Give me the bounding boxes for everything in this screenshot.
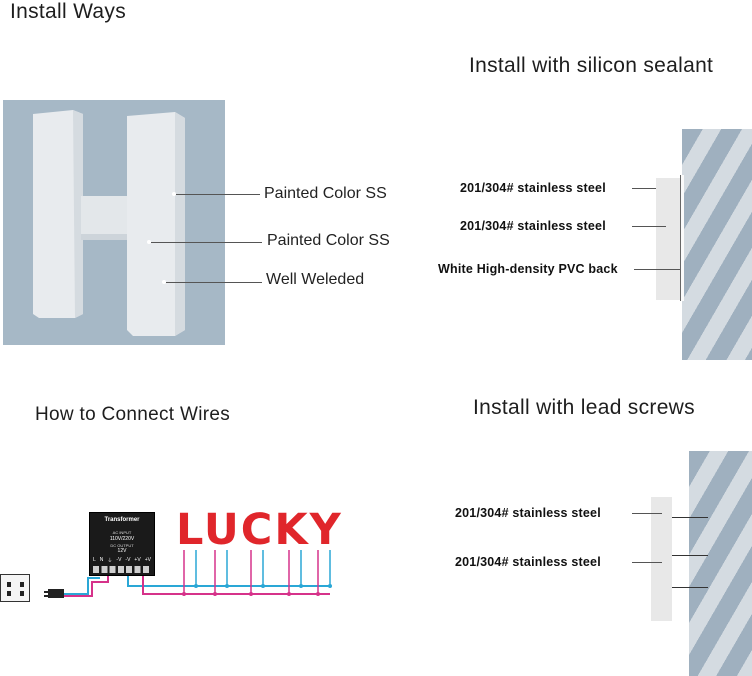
terminal-label: +V — [144, 557, 151, 563]
callout-dot — [147, 240, 151, 244]
terminal-label: L — [93, 557, 96, 563]
callout-dot — [162, 280, 166, 284]
transformer-title: Transformer — [104, 517, 140, 523]
callout-line — [632, 562, 662, 563]
transformer: Transformer AC INPUT 110V/220V DC OUTPUT… — [89, 512, 155, 576]
wall-section — [682, 129, 752, 360]
lead-screw — [672, 587, 708, 588]
silicon-label-steel-1: 201/304# stainless steel — [460, 181, 606, 195]
terminal-block — [93, 566, 151, 573]
wall-section — [689, 451, 752, 676]
callout-line — [166, 282, 262, 283]
connect-wires-title: How to Connect Wires — [35, 404, 231, 425]
h-letter-graphic — [33, 110, 185, 336]
transformer-output-label: DC OUTPUT — [110, 543, 134, 548]
plug-pin — [44, 591, 48, 593]
terminal-label: +V — [134, 557, 141, 563]
screws-label-steel-2: 201/304# stainless steel — [455, 555, 601, 569]
terminal-label: -V — [116, 557, 122, 563]
transformer-input-value: 110V/220V — [109, 536, 135, 542]
terminal-label: N — [99, 557, 104, 563]
silicon-sealant-title: Install with silicon sealant — [469, 54, 714, 77]
screws-label-steel-1: 201/304# stainless steel — [455, 506, 601, 520]
callout-dot — [172, 192, 176, 196]
install-ways-title: Install Ways — [10, 0, 127, 23]
terminal-labels: L N ⏚ -V -V +V +V — [93, 557, 151, 565]
h-letter-panel — [3, 100, 225, 345]
transformer-output-value: 12V — [117, 548, 127, 554]
transformer-input-label: AC INPUT — [112, 530, 132, 535]
silicon-label-pvc: White High-density PVC back — [438, 262, 618, 276]
callout-line — [176, 194, 260, 195]
callout-line — [151, 242, 262, 243]
terminal-label: -V — [125, 557, 131, 563]
lead-screw — [672, 555, 708, 556]
lucky-sign-letters: LUCKY — [176, 505, 343, 555]
lead-screws-title: Install with lead screws — [473, 396, 695, 419]
lead-screw — [672, 517, 708, 518]
letter-side-profile — [656, 178, 680, 300]
plug-pin — [44, 595, 48, 597]
h-label-painted-2: Painted Color SS — [267, 232, 390, 249]
silicon-label-steel-2: 201/304# stainless steel — [460, 219, 606, 233]
plug-icon — [48, 589, 64, 598]
callout-line — [632, 513, 662, 514]
h-label-welded: Well Weleded — [266, 271, 365, 288]
callout-line — [632, 226, 666, 227]
callout-line — [632, 188, 656, 189]
h-label-painted-1: Painted Color SS — [264, 185, 387, 202]
wall-socket-icon — [0, 574, 30, 602]
callout-line — [634, 269, 680, 270]
letter-side-profile — [651, 497, 672, 621]
terminal-label: ⏚ — [107, 558, 113, 564]
silicon-layer — [680, 175, 684, 301]
